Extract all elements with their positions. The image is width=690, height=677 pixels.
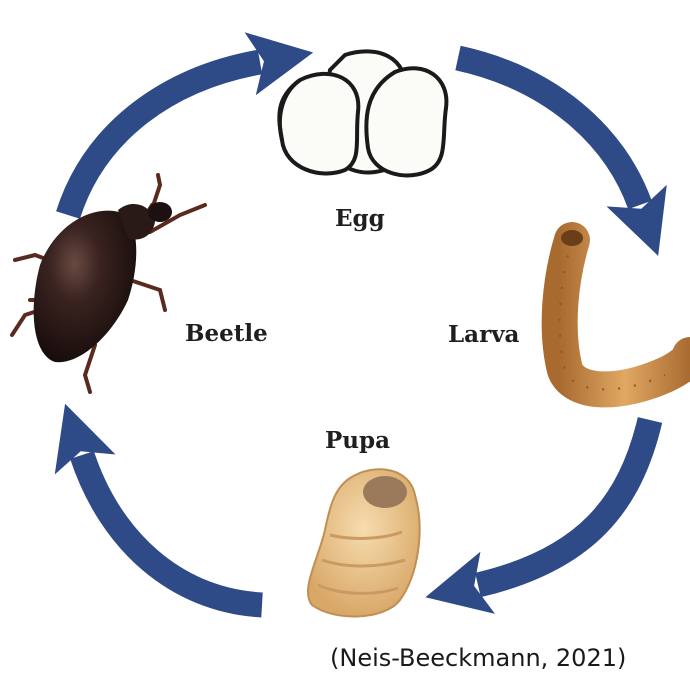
arrow-egg-to-larva xyxy=(458,58,640,205)
arrow-larva-to-pupa xyxy=(478,420,650,585)
arrow-beetle-to-egg xyxy=(68,62,260,215)
stage-label-egg: Egg xyxy=(335,205,385,232)
arrow-pupa-to-beetle xyxy=(82,455,262,605)
stage-label-larva: Larva xyxy=(448,321,520,348)
stage-label-beetle: Beetle xyxy=(185,320,268,347)
larva-icon xyxy=(560,230,690,389)
beetle-icon xyxy=(12,175,205,392)
citation: (Neis-Beeckmann, 2021) xyxy=(330,644,626,672)
stage-label-pupa: Pupa xyxy=(325,427,390,454)
pupa-icon xyxy=(308,469,420,616)
egg-cluster-icon xyxy=(279,51,446,175)
